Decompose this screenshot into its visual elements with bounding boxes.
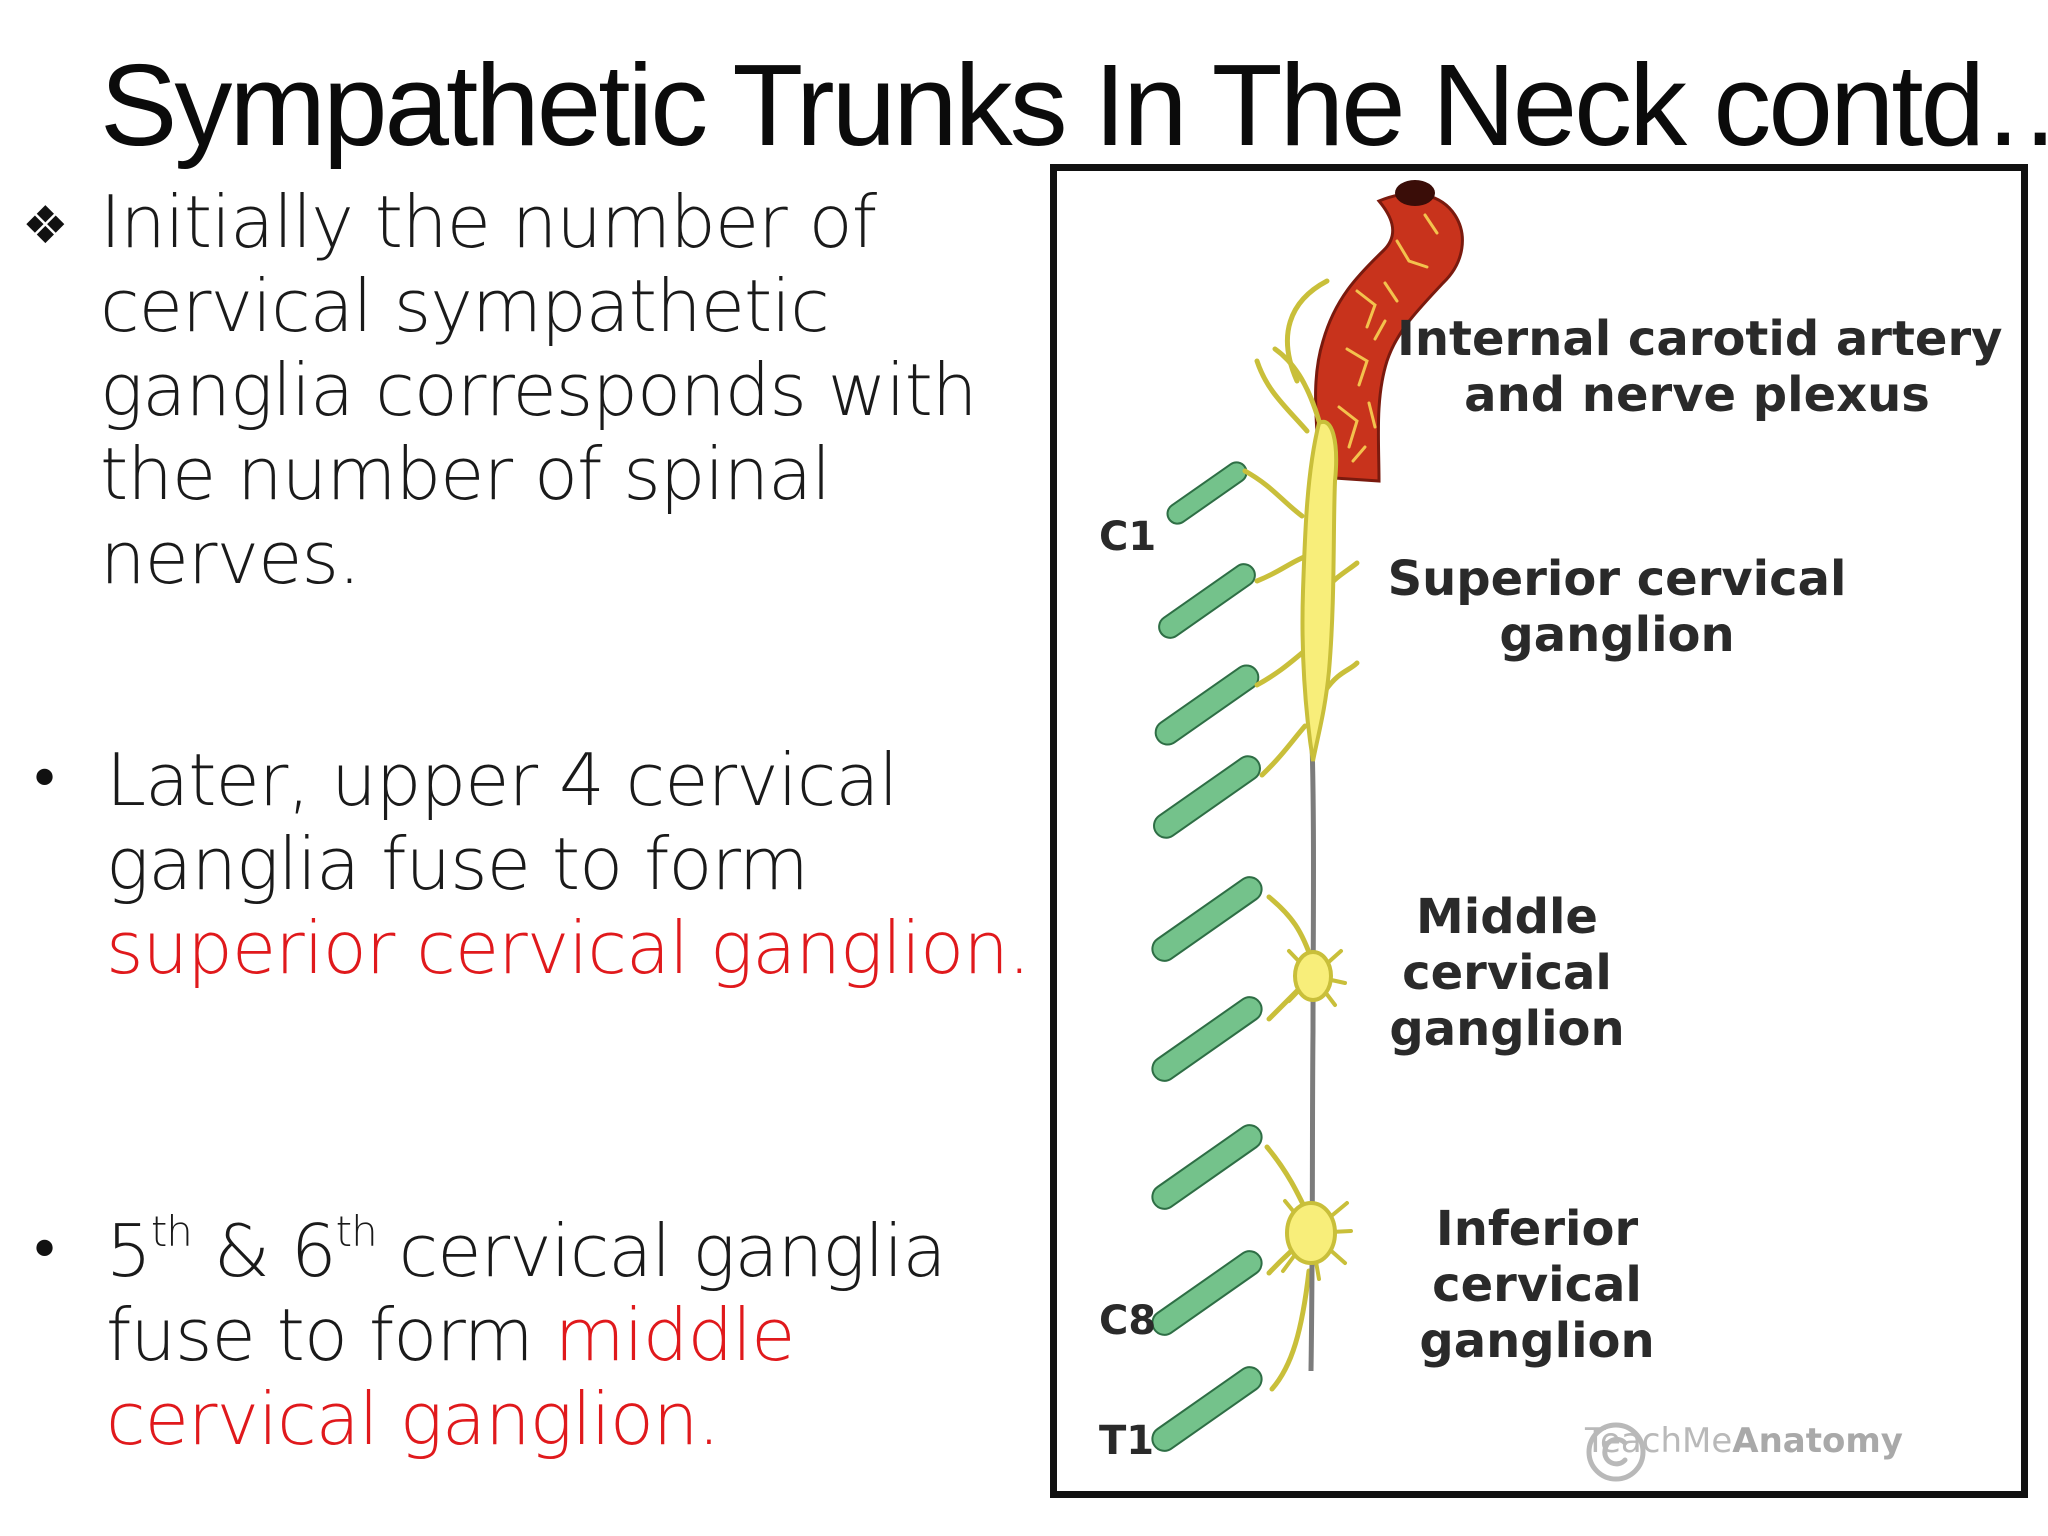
bullet-list: ❖ Initially the number of cervical sympa…: [22, 180, 1032, 1461]
nerve-root-c4: [1153, 755, 1261, 839]
slide-title: Sympathetic Trunks In The Neck contd…: [100, 40, 2048, 170]
nerve-root-c6: [1151, 996, 1263, 1082]
label-line: ganglion: [1389, 1001, 1625, 1057]
dot-bullet-icon: •: [28, 747, 62, 812]
label-line: Internal carotid artery: [1397, 311, 2003, 367]
nerve-root-c7: [1151, 1124, 1263, 1210]
sympathetic-trunk-illustration: [1151, 180, 1464, 1452]
anatomy-figure: Internal carotid artery and nerve plexus…: [1050, 164, 2028, 1498]
nerve-root-c2: [1158, 563, 1256, 639]
sympathetic-trunk-line: [1308, 710, 1316, 1372]
level-label-c1: C1: [1099, 514, 1157, 560]
highlight-term: middle cervical ganglion.: [106, 1293, 795, 1461]
bullet-item-1: ❖ Initially the number of cervical sympa…: [22, 180, 1032, 600]
bullet-item-3: • 5th & 6th cervical ganglia fuse to for…: [22, 1209, 1032, 1461]
bullet-text-part: & 6: [191, 1209, 337, 1293]
dot-bullet-icon: •: [28, 1218, 62, 1283]
bullet-text-part: 5: [106, 1209, 152, 1293]
level-label-t1: T1: [1099, 1418, 1155, 1464]
ordinal-superscript: th: [335, 1207, 378, 1256]
bullet-text-part: Later, upper 4 cervical ganglia fuse to …: [106, 738, 898, 906]
watermark-text-bold: Anatomy: [1732, 1421, 1903, 1461]
bullet-text: Initially the number of cervical sympath…: [100, 180, 1032, 600]
label-middle-cervical-ganglion: Middle cervical ganglion: [1357, 889, 1657, 1057]
superior-cervical-ganglion-shape: [1300, 419, 1339, 762]
inferior-cervical-ganglion-shape: [1281, 1199, 1353, 1281]
label-line: Inferior: [1435, 1201, 1639, 1257]
label-line: cervical: [1432, 1257, 1642, 1313]
label-line: Middle: [1416, 889, 1598, 945]
nerve-roots: [1151, 461, 1263, 1452]
nerve-root-c8: [1151, 1250, 1263, 1336]
ordinal-superscript: th: [150, 1207, 193, 1256]
bullet-text-part: cervical ganglia fuse to form: [106, 1209, 947, 1377]
label-line: and nerve plexus: [1464, 367, 1930, 423]
label-inferior-cervical-ganglion: Inferior cervical ganglion: [1387, 1201, 1687, 1369]
bullet-text-part: Initially the number of cervical sympath…: [100, 180, 977, 600]
highlight-term: superior cervical ganglion.: [106, 906, 1031, 990]
label-line: ganglion: [1499, 607, 1735, 663]
nerve-root-c1: [1166, 461, 1248, 525]
bullet-text: Later, upper 4 cervical ganglia fuse to …: [106, 738, 1032, 990]
bullet-item-2: • Later, upper 4 cervical ganglia fuse t…: [22, 738, 1032, 990]
internal-carotid-artery: [1314, 180, 1464, 483]
label-superior-cervical-ganglion: Superior cervical ganglion: [1357, 551, 1877, 663]
copyright-icon: [1586, 1422, 1646, 1482]
level-label-c8: C8: [1099, 1298, 1157, 1344]
middle-cervical-ganglion-shape: [1287, 949, 1347, 1007]
label-line: cervical: [1402, 945, 1612, 1001]
label-internal-carotid-artery: Internal carotid artery and nerve plexus: [1397, 311, 2003, 423]
diamond-bullet-icon: ❖: [22, 196, 69, 256]
nerve-root-t1: [1151, 1366, 1263, 1452]
nerve-root-c3: [1154, 664, 1260, 746]
label-line: Superior cervical: [1387, 551, 1847, 607]
nerve-root-c5: [1151, 876, 1263, 962]
bullet-text: 5th & 6th cervical ganglia fuse to form …: [106, 1209, 1032, 1461]
label-line: ganglion: [1419, 1313, 1655, 1369]
